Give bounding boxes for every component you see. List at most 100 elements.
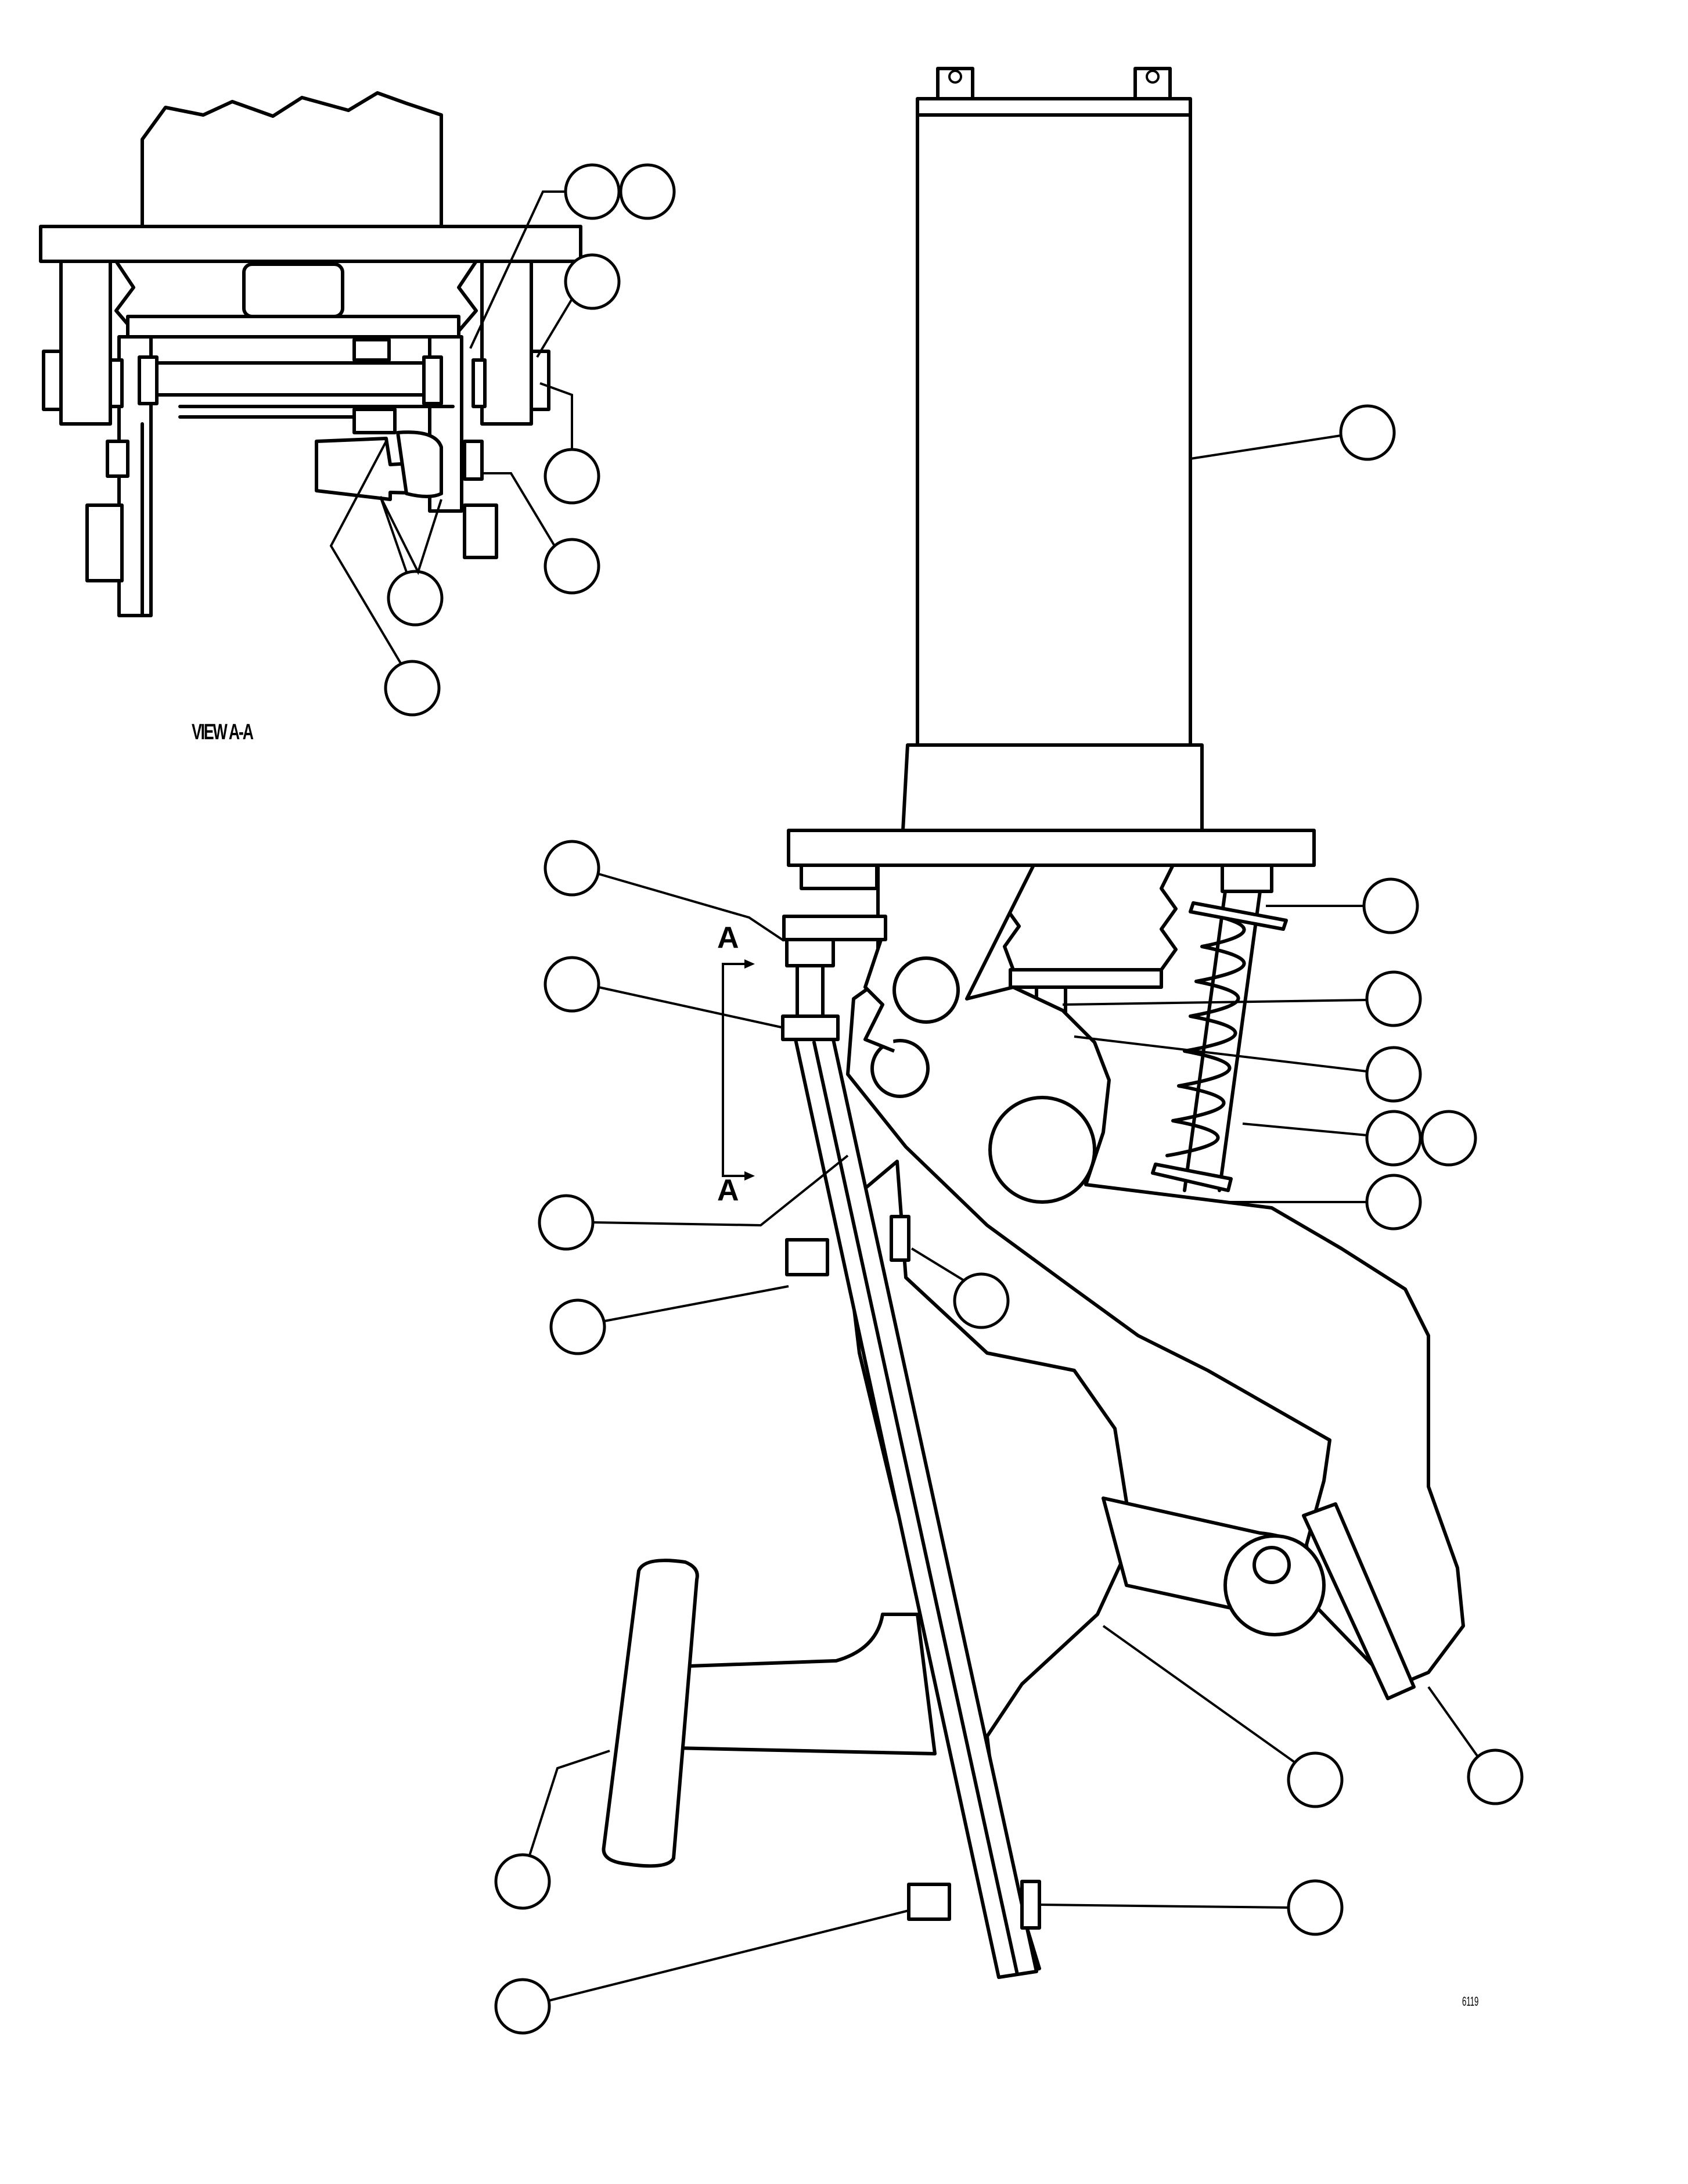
cap-clip-hole-right	[1146, 70, 1160, 84]
foot-pad	[602, 1559, 699, 1868]
leader-line	[592, 1154, 849, 1227]
pushrod-base	[1009, 968, 1163, 989]
pivot-bushing-right	[472, 358, 487, 408]
roller	[1223, 1534, 1326, 1636]
figure-number: 6119	[1462, 1994, 1479, 2009]
callout-bubble	[538, 1194, 595, 1251]
boot-bellows	[1003, 863, 1178, 972]
callout-bubble	[494, 1853, 551, 1910]
callout-bubble	[953, 1272, 1010, 1329]
adjust-bolt-top	[785, 938, 835, 967]
right-bracket	[480, 260, 533, 426]
rod-bolt-upper-nut	[890, 1215, 910, 1262]
rod-bolt-lower-nut	[1020, 1880, 1041, 1930]
pivot-pin-left	[42, 350, 63, 411]
cross-shaft	[149, 361, 431, 397]
right-bracket-tab	[463, 503, 498, 559]
leader-line	[1074, 1035, 1367, 1073]
arm-bolt-head	[463, 440, 484, 481]
rod-bolt-upper-head	[785, 1238, 829, 1276]
heel-pad	[1302, 1502, 1416, 1700]
section-line	[722, 963, 752, 1177]
leader-line	[910, 1247, 965, 1282]
master-cylinder-body	[916, 113, 1192, 747]
shaft-collar-right	[422, 355, 443, 405]
pedal-pivot-bracket	[846, 863, 1465, 1689]
master-cylinder-base-broken	[141, 91, 443, 228]
callout-bubble	[564, 163, 621, 220]
callout-bubble	[1365, 970, 1422, 1027]
adjust-thread	[796, 964, 825, 1020]
leader-line	[1427, 1686, 1479, 1758]
roller-hub	[1252, 1546, 1291, 1584]
callout-bubble	[1362, 877, 1419, 934]
callout-bubble	[1365, 1110, 1422, 1167]
firewall-plate	[787, 829, 1316, 867]
pivot-bracket-cutout	[863, 934, 895, 1053]
section-cut-line	[722, 959, 755, 1181]
left-bracket	[59, 260, 112, 426]
pivot-bushing-left	[109, 358, 124, 408]
callout-bubble	[544, 448, 600, 505]
leader-line	[482, 472, 556, 547]
view-a-a-callouts	[329, 163, 676, 717]
view-label: VIEW A-A	[192, 720, 254, 744]
adjust-nut-lower	[352, 408, 397, 434]
rod-bolt-lower-head	[907, 1883, 951, 1921]
callout-bubble	[494, 1978, 551, 2035]
left-bracket-tab-upper	[106, 440, 129, 478]
leader-line	[604, 1285, 789, 1322]
leader-line	[528, 1750, 610, 1856]
leader-line	[379, 496, 442, 575]
callout-bubble	[1420, 1110, 1477, 1167]
cylinder-flange	[901, 743, 1204, 832]
callout-bubble	[1339, 404, 1396, 461]
callout-bubble	[387, 570, 444, 627]
section-arrow-top	[744, 959, 755, 969]
callout-bubble	[1467, 1748, 1524, 1805]
leader-line	[1102, 1625, 1296, 1764]
leader-line	[1062, 999, 1367, 1006]
pivot-boss-upper	[892, 956, 960, 1024]
pedal-arm-section-pad	[396, 430, 443, 498]
callout-bubble	[549, 1298, 606, 1355]
leader-line	[549, 1909, 909, 2002]
spring-mount	[1221, 863, 1273, 893]
callout-bubble	[1287, 1751, 1344, 1808]
callout-bubble	[619, 163, 676, 220]
pedal-shaft	[988, 1096, 1096, 1204]
section-arrow-bottom	[744, 1171, 755, 1181]
leader-line	[598, 873, 785, 942]
stop-block	[800, 863, 879, 890]
lower-plate	[126, 315, 460, 339]
leader-line	[539, 382, 573, 449]
section-marker-top: A	[717, 921, 739, 955]
pivot-pin-right	[530, 350, 550, 411]
main-callouts	[494, 404, 1524, 2035]
callout-bubble	[544, 840, 600, 897]
leader-line	[1242, 1122, 1367, 1136]
callout-bubble	[544, 956, 600, 1013]
adjust-nut-upper	[352, 338, 391, 362]
callout-bubble	[564, 253, 621, 310]
reservoir-cap-plate	[916, 97, 1192, 117]
leader-line	[598, 986, 784, 1029]
adjust-rod-center	[812, 1041, 1019, 1976]
shaft-collar-left	[138, 355, 159, 405]
leader-line	[536, 298, 573, 358]
leader-line	[1039, 1904, 1289, 1909]
leader-line	[469, 190, 566, 349]
cap-clip-hole-left	[948, 70, 962, 84]
spring-seat-upper	[1189, 901, 1288, 931]
view-a-a-detail	[39, 91, 582, 617]
spring-seat-lower	[1151, 1163, 1233, 1192]
callout-bubble	[1365, 1174, 1422, 1230]
return-spring	[1151, 890, 1288, 1192]
main-assembly	[602, 67, 1465, 1979]
callout-bubble	[544, 538, 600, 595]
mounting-plate	[39, 225, 582, 263]
callout-bubble	[384, 660, 441, 717]
section-marker-bottom: A	[717, 1174, 739, 1207]
leader-line	[329, 441, 402, 664]
foot-pad-stem	[672, 1613, 937, 1755]
